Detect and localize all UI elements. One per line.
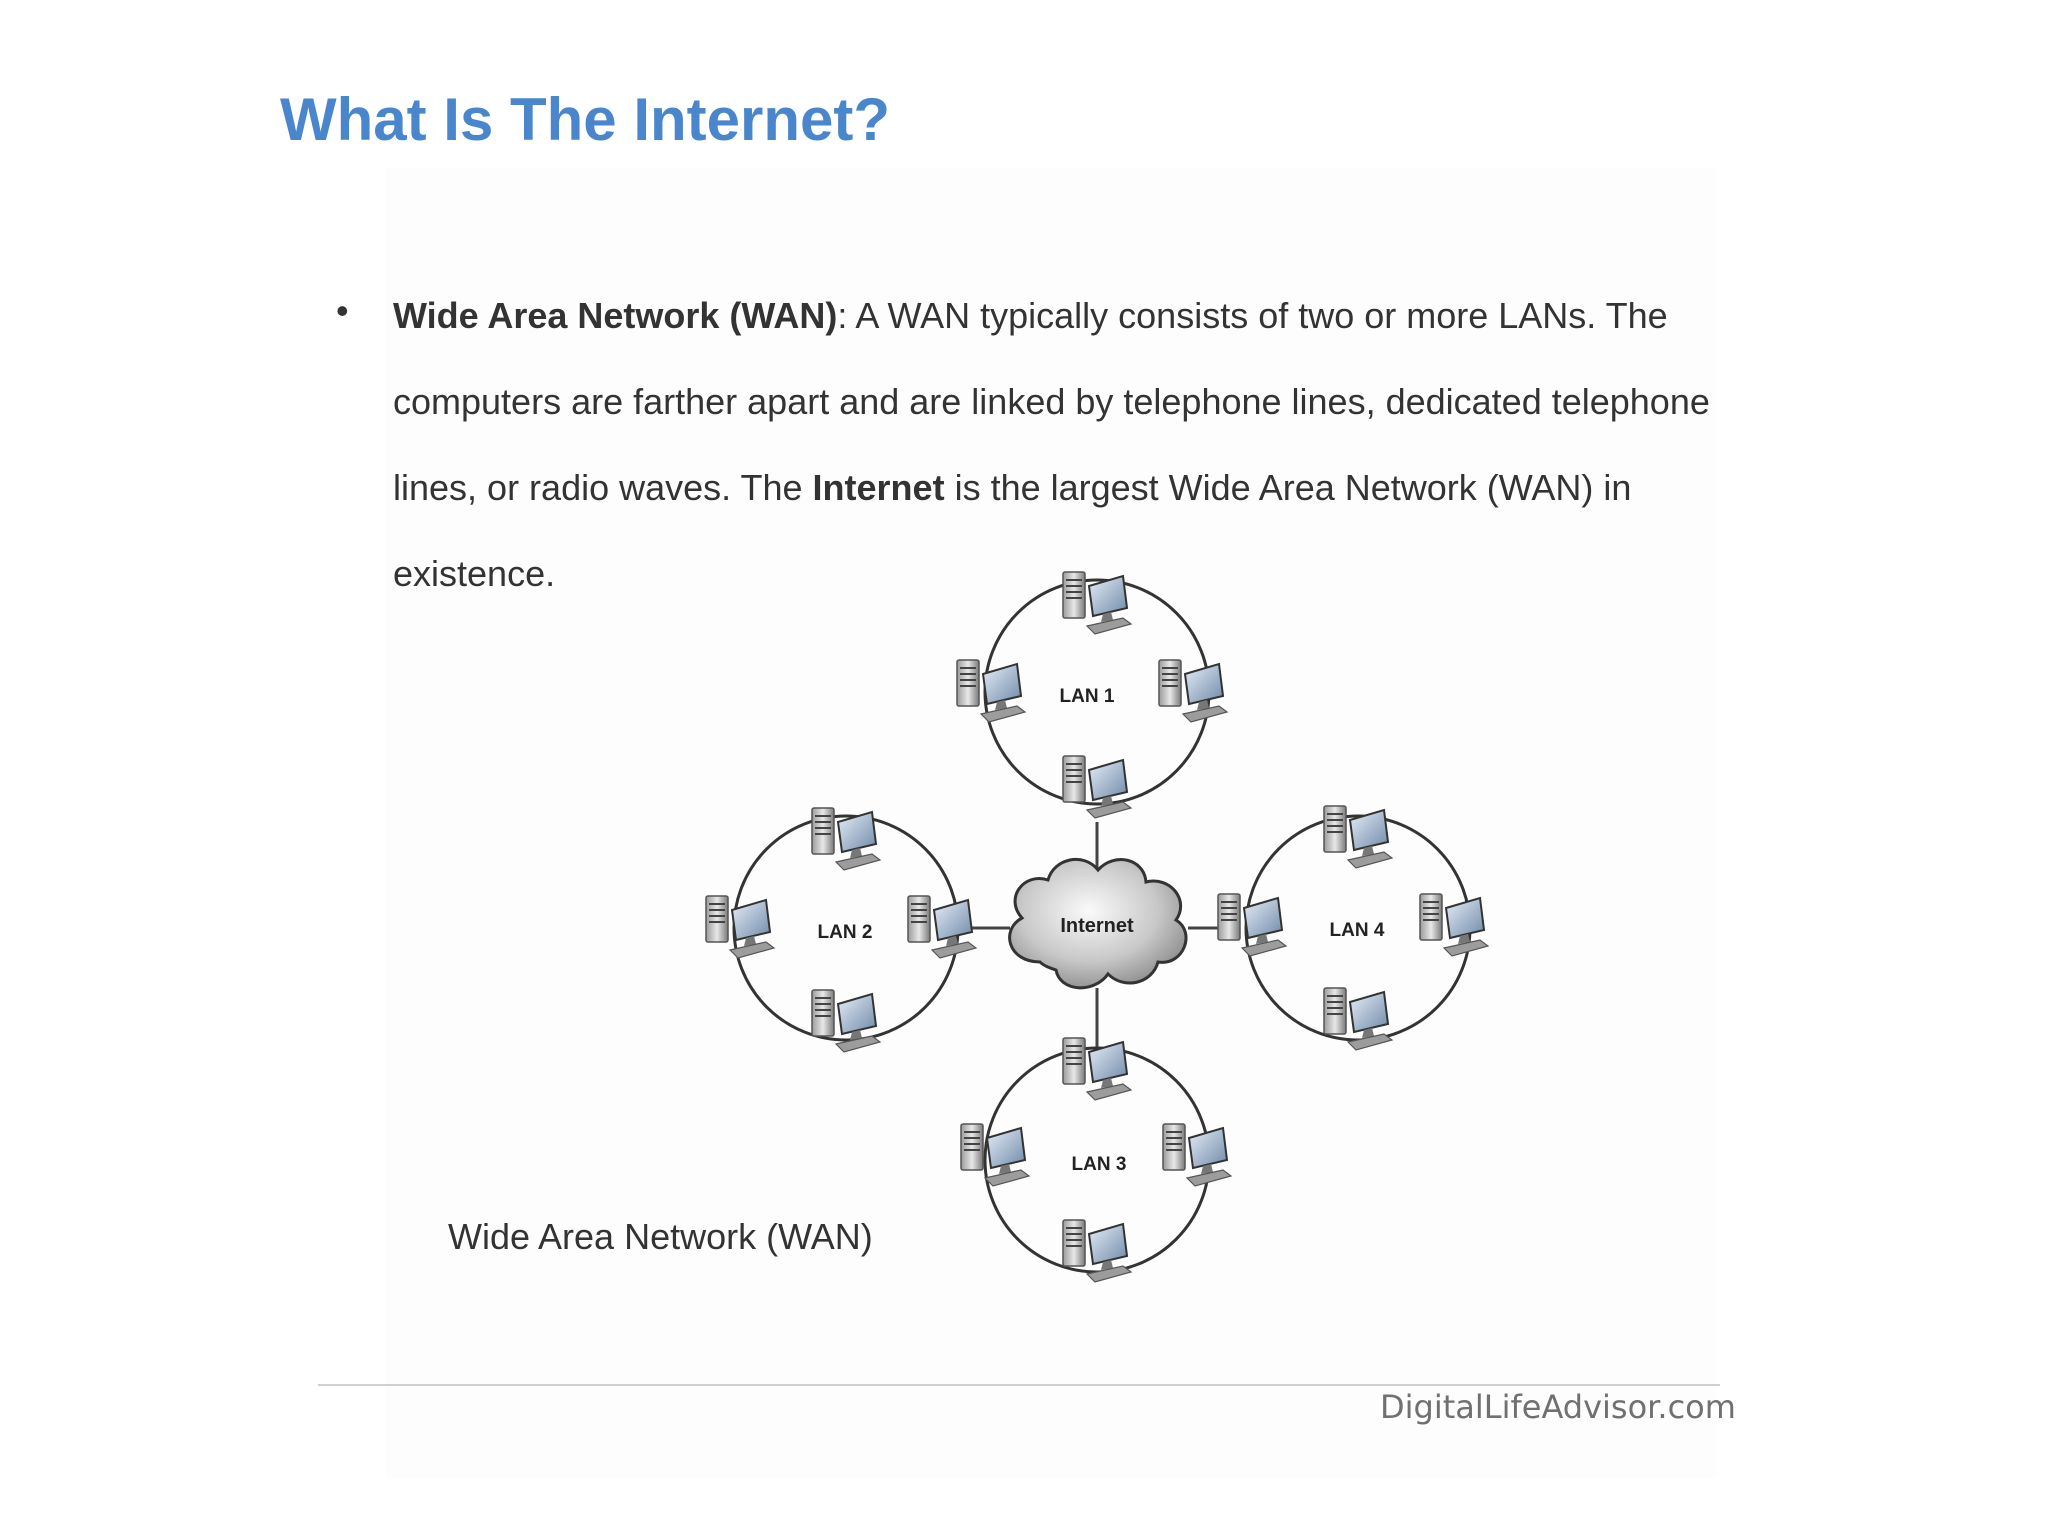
lan3-label: LAN 3 — [1072, 1154, 1127, 1175]
lan3-computer-left — [960, 1123, 1030, 1187]
lan1-computer-bottom — [1062, 755, 1132, 819]
bullet-marker: • — [336, 290, 349, 331]
wan-text-2: is the largest Wide Area Network (WAN) i… — [393, 467, 1632, 594]
lan2-computer-left — [705, 895, 775, 959]
internet-emphasis: Internet — [812, 467, 945, 508]
lan1-computer-left — [956, 659, 1026, 723]
lan2-label: LAN 2 — [818, 922, 873, 943]
lan3-computer-bottom — [1062, 1219, 1132, 1283]
bullet-paragraph: Wide Area Network (WAN): A WAN typically… — [393, 273, 1793, 617]
lan2-computer-right — [907, 895, 977, 959]
wan-term: Wide Area Network (WAN) — [393, 295, 838, 336]
figure-caption: Wide Area Network (WAN) — [448, 1216, 873, 1257]
lan4-computer-left — [1217, 893, 1287, 957]
internet-cloud-icon — [1008, 858, 1188, 990]
lan4-computer-right — [1419, 893, 1489, 957]
lan1-computer-right — [1158, 659, 1228, 723]
lan1-label: LAN 1 — [1060, 686, 1115, 707]
footer-brand: DigitalLifeAdvisor.com — [1380, 1388, 1736, 1426]
wan-text-1: : A WAN typically consists of two or mor… — [393, 295, 1710, 508]
page-title: What Is The Internet? — [280, 86, 891, 153]
lan4-computer-bottom — [1323, 987, 1393, 1051]
content-panel — [386, 168, 1716, 1478]
lan4-label: LAN 4 — [1330, 920, 1385, 941]
lan3-computer-right — [1162, 1123, 1232, 1187]
internet-label: Internet — [1060, 915, 1134, 937]
lan2-computer-bottom — [811, 989, 881, 1053]
footer-divider — [318, 1384, 1720, 1386]
